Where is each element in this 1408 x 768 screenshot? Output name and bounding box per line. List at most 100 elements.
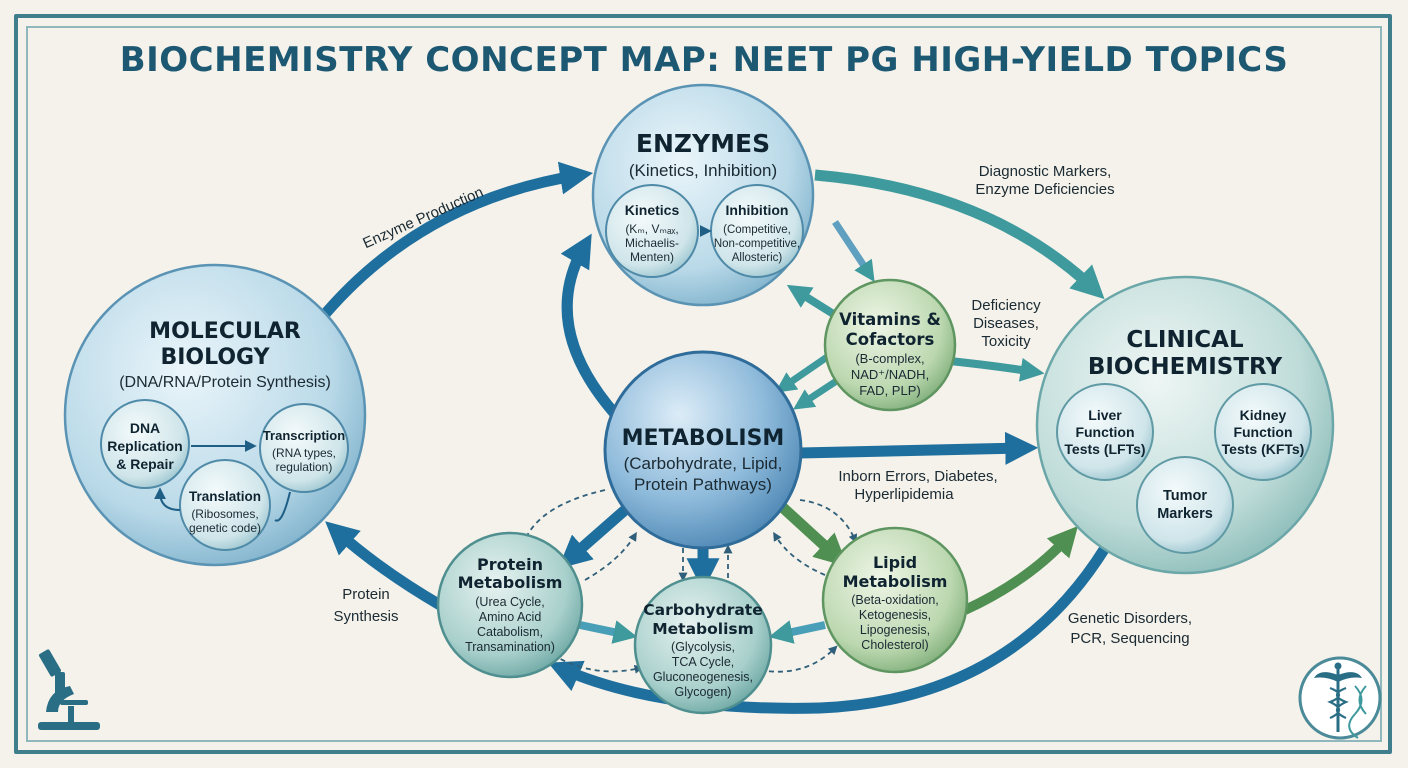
label-diagnostic-1: Diagnostic Markers, [979,163,1112,180]
carbohydrate-line-2: TCA Cycle, [672,655,735,669]
label-deficiency-1: Deficiency [971,297,1041,314]
enzymes-node: ENZYMES (Kinetics, Inhibition) Kinetics … [591,83,815,307]
arrow-protein-carbohydrate [579,620,638,644]
protein-title-1: Protein [477,555,543,574]
enzymes-title: ENZYMES [636,129,770,158]
carbohydrate-line-1: (Glycolysis, [671,640,735,654]
enzymes-subtitle: (Kinetics, Inhibition) [629,161,777,180]
clinical-title-2: BIOCHEMISTRY [1088,354,1283,380]
liver-title-1: Liver [1088,407,1122,423]
arrow-lipid-to-clinical [962,526,1078,615]
translation-line-1: (Ribosomes, [191,507,258,521]
kidney-title-1: Kidney [1240,407,1287,423]
lipid-title-2: Metabolism [843,572,948,591]
metabolism-line-2: Protein Pathways) [634,475,772,494]
arrow-vitamins-to-enzymes [786,284,838,319]
kidney-title-3: Tests (KFTs) [1222,441,1305,457]
arrow-vitamins-to-clinical [939,356,1045,382]
label-inborn-2: Hyperlipidemia [854,486,954,503]
inhibition-line-2: Non-competitive, [714,238,800,250]
liver-title-3: Tests (LFTs) [1064,441,1145,457]
tumor-title-1: Tumor [1163,488,1207,504]
label-protein-synthesis-2: Synthesis [333,608,398,625]
label-deficiency-3: Toxicity [981,333,1031,350]
carbohydrate-metabolism-node: Carbohydrate Metabolism (Glycolysis, TCA… [633,575,773,715]
lipid-metabolism-node: Lipid Metabolism (Beta-oxidation, Ketoge… [821,526,969,674]
dashed-arrow-3 [799,499,858,544]
arrow-metabolism-to-protein [558,505,629,569]
label-protein-synthesis-1: Protein [342,586,390,603]
arrow-vitamins-metabolism-a [775,352,832,393]
transcription-node: Transcription (RNA types, regulation) [259,403,349,493]
arrow-lipid-carbohydrate [768,620,826,644]
clinical-biochemistry-node: CLINICAL BIOCHEMISTRY Liver Function Tes… [1035,275,1335,575]
vitamins-title-2: Cofactors [846,330,935,349]
dna-title-2: Replication [107,438,182,454]
metabolism-node: METABOLISM (Carbohydrate, Lipid, Protein… [603,350,803,550]
kinetics-title: Kinetics [625,202,680,218]
dashed-arrow-2 [584,531,637,581]
kinetics-line-2: Michaelis- [625,236,679,250]
translation-title: Translation [189,489,261,504]
microscope-icon [38,649,100,730]
vitamins-line-2: NAD⁺/NADH, [851,367,929,382]
translation-line-2: genetic code) [189,521,261,535]
kinetics-line-1: (Kₘ, Vₘₐₓ, [625,222,678,236]
transcription-line-1: (RNA types, [272,446,336,460]
arrow-enzymes-to-clinical [814,169,1105,300]
arrow-vitamins-metabolism-b [792,377,840,410]
dashed-arrow-1 [522,489,606,544]
vitamins-line-3: FAD, PLP) [859,383,920,398]
molbio-title-2: BIOLOGY [160,345,270,370]
dna-title-3: & Repair [116,456,174,472]
inhibition-node: Inhibition (Competitive, Non-competitive… [710,184,804,278]
lipid-line-1: (Beta-oxidation, [851,593,939,607]
tumor-title-2: Markers [1157,506,1213,522]
lipid-line-4: Cholesterol) [861,638,928,652]
inhibition-title: Inhibition [726,202,789,218]
lipid-title-1: Lipid [873,553,917,572]
page-title: BIOCHEMISTRY CONCEPT MAP: NEET PG HIGH-Y… [119,40,1289,80]
clinical-title-1: CLINICAL [1126,327,1244,353]
protein-line-1: (Urea Cycle, [475,595,544,609]
kidney-title-2: Function [1233,424,1292,440]
label-genetic-1: Genetic Disorders, [1068,610,1192,627]
carbohydrate-title-2: Metabolism [652,620,754,638]
liver-title-2: Function [1075,424,1134,440]
protein-line-3: Catabolism, [477,625,543,639]
label-genetic-2: PCR, Sequencing [1070,630,1189,647]
translation-node: Translation (Ribosomes, genetic code) [179,459,271,551]
molbio-title-1: MOLECULAR [149,319,301,344]
transcription-title: Transcription [263,428,345,443]
arrow-metabolism-to-enzymes [560,233,629,429]
dashed-arrow-8 [759,645,838,673]
inhibition-line-3: Allosteric) [732,252,783,264]
arrow-protein-to-molbio [325,521,443,610]
label-enzyme-production: Enzyme Production [360,184,486,252]
molbio-subtitle: (DNA/RNA/Protein Synthesis) [119,374,331,391]
metabolism-title: METABOLISM [622,426,785,451]
transcription-line-2: regulation) [276,460,333,474]
tumor-markers-node: Tumor Markers [1136,456,1234,554]
lipid-line-2: Ketogenesis, [859,608,931,622]
arrow-metabolism-to-clinical [799,431,1039,465]
arrow-clinical-to-protein [547,545,1110,714]
arrow-inhibition-vitamins [832,220,875,283]
molecular-biology-node: MOLECULAR BIOLOGY (DNA/RNA/Protein Synth… [63,263,367,567]
vitamins-node: Vitamins & Cofactors (B-complex, NAD⁺/NA… [823,278,957,412]
inner-frame [26,26,1382,742]
carbohydrate-line-3: Gluconeogenesis, [653,670,753,684]
translation-to-dna-arrow [154,487,181,511]
carbohydrate-title-1: Carbohydrate [643,601,762,619]
caduceus-icon [1298,656,1382,740]
protein-line-2: Amino Acid [479,610,542,624]
protein-line-4: Transamination) [465,640,555,654]
label-diagnostic-2: Enzyme Deficiencies [975,181,1114,198]
kinetics-node: Kinetics (Kₘ, Vₘₐₓ, Michaelis- Menten) [605,184,699,278]
transcription-to-translation-arrow [274,491,291,522]
protein-title-2: Metabolism [458,573,563,592]
kidney-function-node: Kidney Function Tests (KFTs) [1214,383,1312,481]
protein-metabolism-node: Protein Metabolism (Urea Cycle, Amino Ac… [436,531,584,679]
inhibition-line-1: (Competitive, [723,224,791,236]
